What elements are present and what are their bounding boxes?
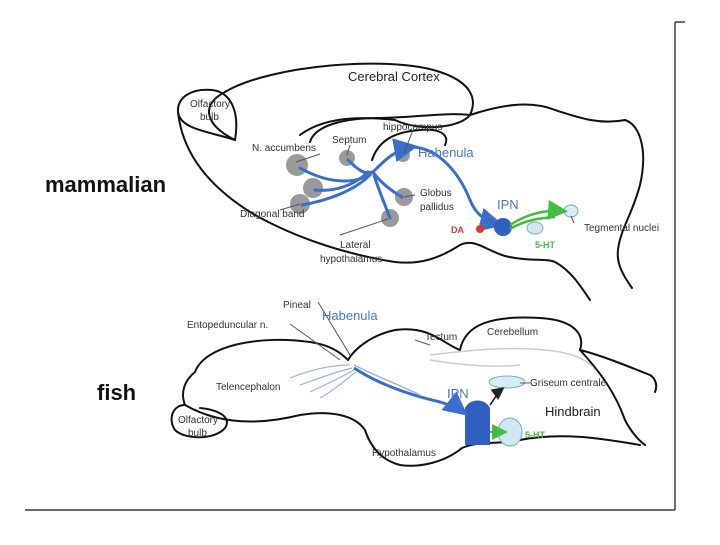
n-accumbens-label: N. accumbens	[252, 143, 316, 154]
mammalian-olfactory-label-1: Olfactory	[190, 99, 230, 110]
hippocampus-inner-fold	[371, 128, 448, 161]
leader-entopeduncular	[289, 323, 341, 361]
cerebral-cortex-label: Cerebral Cortex	[348, 69, 440, 84]
fish-tectum-inner	[429, 359, 521, 367]
leader-n-accumbens	[295, 153, 321, 163]
hippocampus-outline	[309, 103, 626, 143]
fish-olfactory-label-1: Olfactory	[178, 415, 218, 426]
mammalian-5ht-label: 5-HT	[535, 240, 556, 250]
cerebellum-label: Cerebellum	[487, 327, 538, 338]
fish-habenula-label: Habenula	[322, 308, 378, 323]
mammalian-serotonin-pathway	[509, 200, 568, 231]
fish-5ht-label: 5-HT	[525, 430, 546, 440]
leader-septum	[346, 144, 351, 156]
mammalian-olfactory-outline	[176, 88, 238, 141]
fish-ipn-nucleus	[465, 400, 490, 445]
lateral-hypothalamus-label-2: hypothalamus	[320, 254, 382, 265]
mammalian-5ht-nucleus	[526, 221, 544, 235]
diagonal-band-nucleus-1	[303, 178, 323, 198]
tectum-label: Tectum	[425, 332, 457, 343]
fish-cerebellum-inner	[429, 347, 596, 371]
fish-habenula-secondary	[353, 364, 421, 396]
telencephalon-label: Telencephalon	[216, 382, 281, 393]
globus-pallidus-label-2: pallidus	[420, 202, 454, 213]
mammalian-ventral-outline	[177, 111, 591, 301]
mammalian-brain	[176, 62, 645, 301]
tegmental-nuclei-label: Tegmental nuclei	[584, 223, 659, 234]
tegmental-nucleus	[563, 204, 579, 218]
fish-habenula-pathway	[353, 366, 468, 416]
leader-hippocampus	[403, 129, 414, 154]
leader-globus-pallidus	[403, 194, 416, 198]
fish-olfactory-label-2: bulb	[188, 428, 207, 439]
entopeduncular-label: Entopeduncular n.	[187, 320, 268, 331]
mammalian-habenula-label: Habenula	[418, 145, 474, 160]
diagonal-band-label: Diagonal band	[240, 209, 305, 220]
hindbrain-label: Hindbrain	[545, 404, 601, 419]
mammalian-label: mammalian	[45, 172, 166, 197]
lateral-hypothalamus-label-1: Lateral	[340, 240, 371, 251]
n-accumbens-nucleus	[286, 154, 308, 176]
globus-pallidus-label-1: Globus	[420, 188, 452, 199]
mammalian-ipn-nucleus	[494, 218, 512, 236]
hypothalamus-label: Hypothalamus	[372, 448, 436, 459]
griseum-centrale-nucleus	[488, 375, 526, 389]
pineal-label: Pineal	[283, 300, 311, 311]
fish-griseum-arrow	[489, 387, 505, 406]
fish-olfactory-outline	[170, 404, 228, 439]
leader-diagonal-band	[279, 203, 301, 211]
da-label: DA	[451, 225, 464, 235]
fish-ipn-label: IPN	[447, 386, 469, 401]
fish-hindbrain-outline	[579, 349, 646, 446]
dopamine-nucleus	[476, 225, 484, 233]
leader-pineal	[317, 301, 351, 356]
fish-entopeduncular-fibers	[289, 364, 357, 399]
brainstem-outline	[616, 119, 645, 289]
leader-lateral-hypothalamus	[339, 218, 389, 236]
leader-tegmental	[570, 215, 575, 224]
mammalian-olfactory-label-2: bulb	[200, 112, 219, 123]
hippocampus-label: hippocampus	[383, 122, 442, 133]
fish-dorsal-outline	[194, 316, 658, 393]
septum-label: Septum	[332, 135, 366, 146]
mammalian-habenula-pathway	[298, 138, 504, 232]
fish-label: fish	[97, 380, 136, 405]
leader-tectum	[414, 339, 431, 346]
griseum-centrale-label: Griseum centrale	[530, 378, 607, 389]
mammalian-ipn-label: IPN	[497, 197, 519, 212]
